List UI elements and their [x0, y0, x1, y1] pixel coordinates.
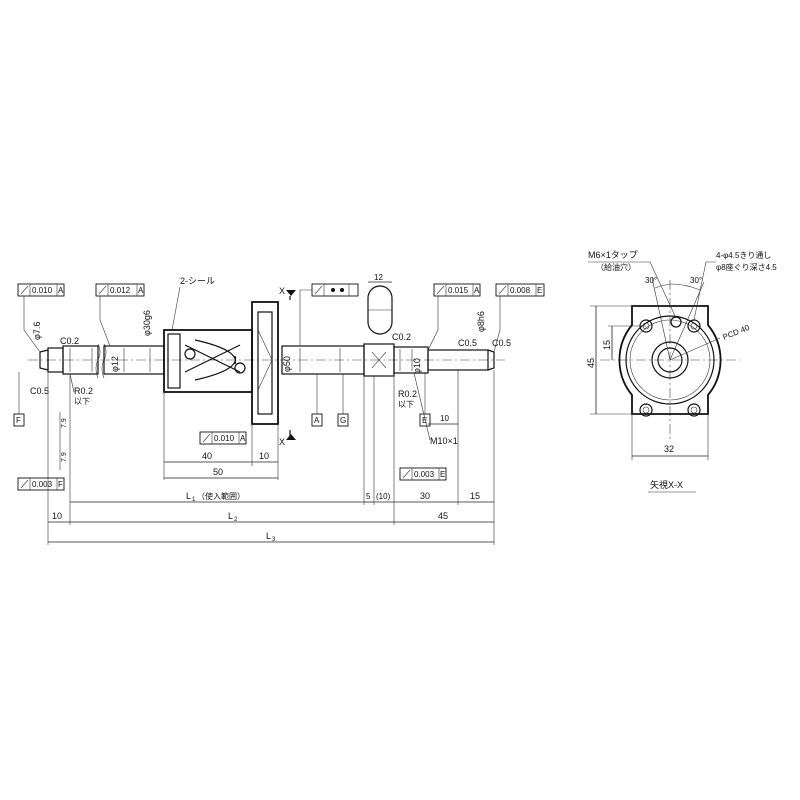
- fcf-6-datum: E: [440, 470, 445, 479]
- fcf-5: 0.008 E: [495, 283, 545, 297]
- fcf-4-value: 0.015: [448, 286, 469, 295]
- fcf-5-datum: E: [537, 286, 542, 295]
- tap-callout-2: （給油穴）: [596, 262, 636, 272]
- datum-a: A: [314, 416, 320, 425]
- fcf-3-value: 0.010: [214, 434, 235, 443]
- dia-8: φ8h6: [476, 311, 486, 332]
- fcf-6: 0.003 E: [399, 467, 447, 481]
- x-mark-bottom: X: [279, 437, 285, 447]
- dim-10-left: 10: [52, 511, 62, 521]
- dim-l1-note: （使入範囲）: [197, 491, 245, 501]
- dim-10-right: 10: [440, 414, 449, 423]
- dim-l3-sub: 3: [272, 537, 276, 543]
- dim-7-9-b: 7.9: [61, 452, 68, 462]
- c05-right-1: C0.5: [458, 338, 477, 348]
- dim-15: 15: [470, 491, 480, 501]
- dim-12-top: 12: [374, 273, 383, 282]
- dim-v-15: 15: [602, 340, 612, 350]
- datum-e: E: [422, 416, 427, 425]
- r02-right-1: R0.2: [398, 389, 417, 399]
- seal-label: 2-シール: [180, 276, 215, 286]
- dim-l3: L: [266, 531, 271, 541]
- fcf-1: 0.010 A: [17, 283, 65, 297]
- dim-h-32: 32: [664, 444, 674, 454]
- c02-right: C0.2: [392, 332, 411, 342]
- fcf-7-value: 0.003: [32, 480, 53, 489]
- dia-10: φ10: [412, 358, 422, 374]
- c05-left: C0.5: [30, 386, 49, 396]
- c05-right-2: C0.5: [492, 338, 511, 348]
- dim-10-nut: 10: [259, 451, 269, 461]
- fcf-2: 0.012 A: [95, 283, 145, 297]
- angle-30-b: 30°: [690, 276, 702, 285]
- x-mark-top: X: [279, 286, 285, 296]
- fcf-2-value: 0.012: [110, 286, 131, 295]
- r02-left-1: R0.2: [74, 386, 93, 396]
- dim-5: 5: [366, 492, 371, 501]
- ball-nut: X X: [163, 286, 296, 447]
- fcf-7-datum: F: [58, 480, 63, 489]
- fcf-2-datum: A: [138, 286, 144, 295]
- fcf-3-datum: A: [240, 434, 246, 443]
- dia-12: φ12: [110, 356, 120, 372]
- dim-l1: L: [186, 491, 191, 501]
- hole-callout-1: 4-φ4.5きり通し: [716, 250, 771, 260]
- dim-40: 40: [202, 451, 212, 461]
- dim-l2: L: [228, 511, 233, 521]
- dim-50: 50: [213, 467, 223, 477]
- diameter-labels: φ7.6 φ12 φ30g6 φ50 φ10 φ8h6: [32, 310, 486, 374]
- shaft: [28, 343, 505, 379]
- dim-7-9-a: 7.9: [61, 418, 68, 428]
- c02-left: C0.2: [60, 336, 79, 346]
- end-view: 30° 30° 45 15 32 PCD 40 M6×1タップ （給油穴） 4-…: [586, 250, 777, 493]
- dim-l2-sub: 2: [234, 517, 238, 523]
- flange-top-view: 12: [367, 273, 393, 335]
- fcf-symbol-mid: [311, 283, 359, 297]
- fcf-4-datum: A: [474, 286, 480, 295]
- dim-v-45: 45: [586, 358, 596, 368]
- datum-f: F: [16, 416, 21, 425]
- fcf-4: 0.015 A: [433, 283, 481, 297]
- tap-callout-1: M6×1タップ: [588, 250, 638, 260]
- dia-30: φ30g6: [142, 310, 152, 336]
- angle-30-a: 30°: [645, 276, 657, 285]
- r02-right-2: 以下: [398, 400, 414, 409]
- datum-g: G: [340, 416, 346, 425]
- view-label: 矢視X-X: [650, 479, 683, 490]
- dim-l1-sub: 1: [192, 497, 196, 503]
- fcf-5-value: 0.008: [510, 286, 531, 295]
- dim-10-paren: (10): [376, 492, 391, 501]
- dia-7-6: φ7.6: [32, 322, 42, 340]
- r02-left-2: 以下: [74, 397, 90, 406]
- fcf-1-value: 0.010: [32, 286, 53, 295]
- callouts: 2-シール C0.2 C0.5 R0.2 以下 C0.2 R0.2 以下 C0.…: [30, 276, 511, 446]
- dim-30: 30: [420, 491, 430, 501]
- fcf-6-value: 0.003: [414, 470, 435, 479]
- dim-45: 45: [438, 511, 448, 521]
- m10-label: M10×1: [430, 436, 458, 446]
- dimensions: 40 10 50 L 1 （使入範囲） 5 (10) 30 15 10 L 2 …: [47, 370, 495, 545]
- fcf-3: 0.010 A: [199, 431, 247, 445]
- fcf-1-datum: A: [58, 286, 64, 295]
- dia-50: φ50: [282, 356, 292, 372]
- hole-callout-2: φ8座ぐり深さ4.5: [716, 262, 777, 272]
- pcd-label: PCD 40: [721, 323, 751, 342]
- fcf-leaders: [23, 289, 501, 353]
- fcf-7: 0.003 F: [17, 477, 65, 491]
